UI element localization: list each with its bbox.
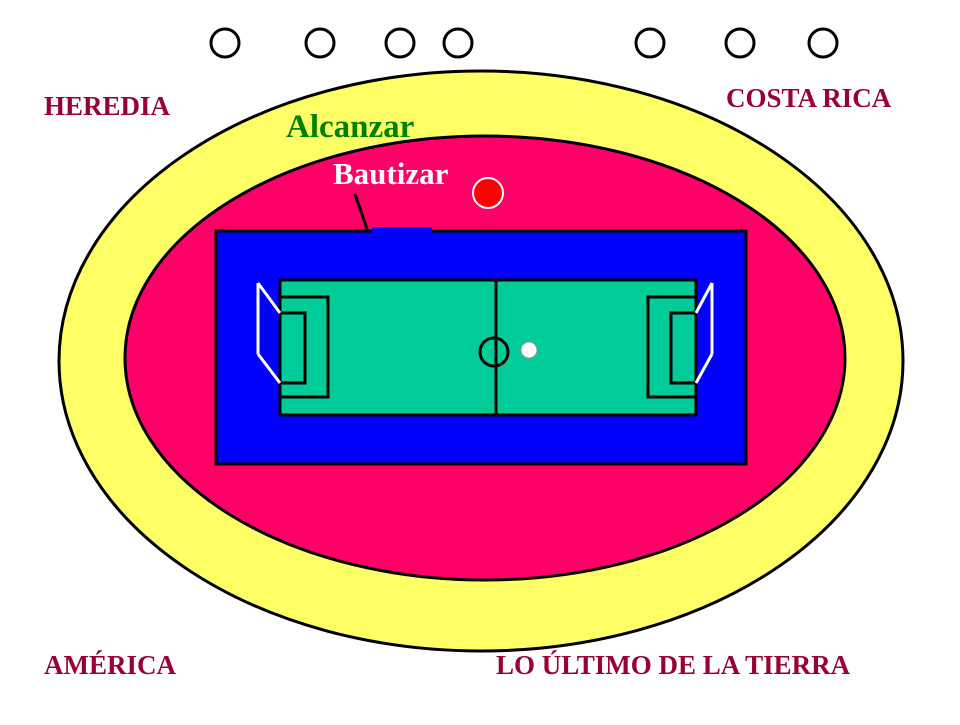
top-circle-7: [807, 27, 839, 59]
top-circle-6: [724, 27, 756, 59]
label-alcanzar: Alcanzar: [286, 109, 415, 145]
top-circle-1: [209, 27, 241, 59]
top-circle-4: [442, 27, 474, 59]
bautizar-pointer-line: [353, 193, 370, 233]
left-goal-area: [278, 311, 307, 385]
label-ultimo-de-la-tierra: LO ÚLTIMO DE LA TIERRA: [496, 650, 851, 680]
label-costa-rica: COSTA RICA: [726, 83, 892, 113]
pitch-center-circle: [478, 336, 510, 368]
top-circle-3: [384, 27, 416, 59]
stands-tab: [372, 227, 432, 233]
top-circle-5: [634, 27, 666, 59]
top-circles-row: [209, 27, 839, 59]
pitch: [278, 278, 698, 417]
top-circle-2: [304, 27, 336, 59]
football-icon: [520, 341, 538, 359]
right-goal-area: [669, 311, 698, 385]
label-heredia: HEREDIA: [44, 91, 171, 121]
right-goal: [694, 282, 714, 384]
left-goal: [256, 282, 282, 384]
label-bautizar: Bautizar: [333, 156, 449, 191]
label-america: AMÉRICA: [44, 650, 176, 680]
red-circle: [472, 177, 504, 209]
